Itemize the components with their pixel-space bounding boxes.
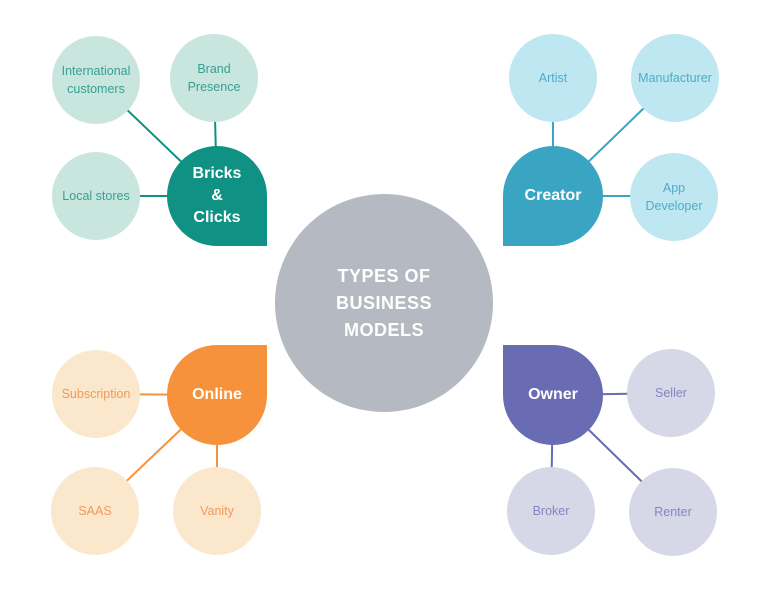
center-topic: TYPES OF BUSINESS MODELS <box>275 194 493 412</box>
satellite-app-developer: App Developer <box>630 153 718 241</box>
satellite-artist: Artist <box>509 34 597 122</box>
satellite-label: Manufacturer <box>638 71 712 85</box>
satellite-label: Renter <box>654 505 692 519</box>
satellite-label: Artist <box>538 71 568 85</box>
node-bricks-and-clicks: Bricks & Clicks <box>167 146 267 246</box>
satellite-label: Seller <box>655 386 687 400</box>
node-label: Bricks & Clicks <box>192 165 242 226</box>
satellite-saas: SAAS <box>51 467 139 555</box>
satellite-manufacturer: Manufacturer <box>631 34 719 122</box>
node-owner: Owner <box>503 345 603 445</box>
satellite-broker: Broker <box>507 467 595 555</box>
center-topic-label: TYPES OF BUSINESS MODELS <box>335 265 433 340</box>
satellite-brand-presence: Brand Presence <box>170 34 258 122</box>
node-label: Online <box>192 386 242 403</box>
satellite-label: App Developer <box>645 181 703 213</box>
satellite-label: Brand Presence <box>187 62 241 94</box>
satellite-label: Broker <box>532 504 570 518</box>
satellite-seller: Seller <box>627 349 715 437</box>
node-label: Creator <box>524 187 582 204</box>
satellite-label: International customers <box>61 64 131 96</box>
satellite-subscription: Subscription <box>52 350 140 438</box>
satellite-local-stores: Local stores <box>52 152 140 240</box>
satellite-international-customers: International customers <box>52 36 140 124</box>
node-label: Owner <box>528 386 578 403</box>
satellite-vanity: Vanity <box>173 467 261 555</box>
node-online: Online <box>167 345 267 445</box>
satellite-label: Subscription <box>61 387 131 401</box>
node-creator: Creator <box>503 146 603 246</box>
satellite-label: SAAS <box>78 504 112 518</box>
satellite-renter: Renter <box>629 468 717 556</box>
satellite-label: Local stores <box>62 189 130 203</box>
satellite-label: Vanity <box>200 504 234 518</box>
